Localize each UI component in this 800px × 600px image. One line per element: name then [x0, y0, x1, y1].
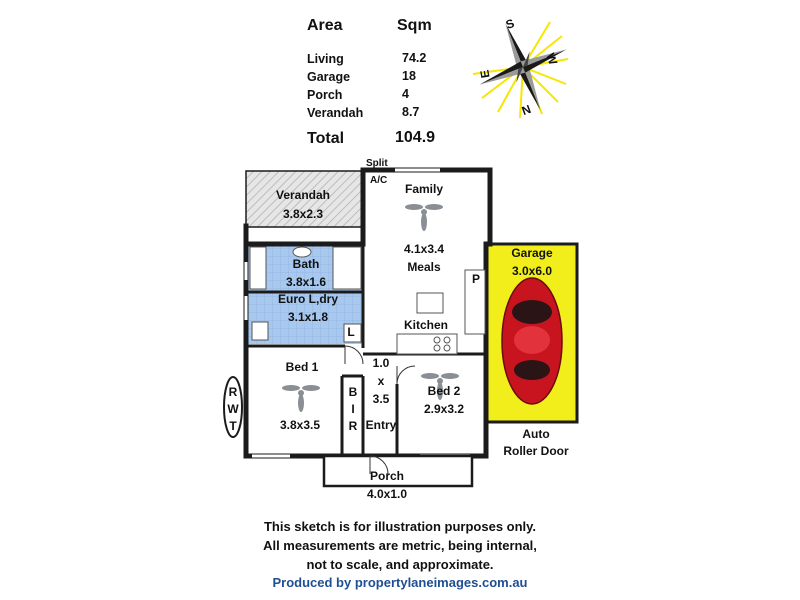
bed2-label: Bed 2	[427, 384, 461, 398]
bath-label: Bath	[292, 257, 320, 271]
pantry-mark: P	[471, 272, 480, 286]
garage-label: Garage	[511, 246, 553, 260]
bir-letter: R	[348, 419, 358, 433]
fan-icon	[282, 385, 320, 412]
bed2-size: 2.9x3.2	[423, 402, 465, 416]
rwt-letter: R	[228, 385, 238, 399]
split-ac-label-2: A/C	[370, 175, 388, 186]
area-row-value: 74.2	[402, 51, 427, 65]
kitchen-fixtures	[396, 269, 486, 355]
area-row-value: 8.7	[402, 105, 420, 119]
garage-size: 3.0x6.0	[511, 264, 553, 278]
sqm-header: Sqm	[397, 17, 432, 34]
rainwater-tank	[223, 376, 243, 438]
euro-laundry-label: Euro L,dry	[277, 292, 338, 306]
area-row-value: 18	[402, 69, 416, 83]
door-swings	[344, 345, 416, 475]
total-label: Total	[307, 130, 345, 147]
linen-mark: L	[347, 325, 355, 339]
verandah-area	[245, 170, 364, 228]
disclaimer-line: This sketch is for illustration purposes…	[263, 519, 537, 534]
meals-size: 4.1x3.4	[403, 242, 445, 256]
porch-area	[322, 454, 474, 488]
entry-x: x	[377, 374, 385, 388]
entry-width: 1.0	[372, 356, 390, 370]
fan-icon	[405, 204, 443, 231]
area-row-label: Living	[307, 52, 344, 66]
entry-length: 3.5	[372, 392, 390, 406]
split-ac-label: Split	[366, 158, 388, 169]
bir-letter: B	[348, 385, 358, 399]
fan-icon	[421, 373, 459, 400]
bed1-label: Bed 1	[285, 360, 319, 374]
producer-credit: Produced by propertylaneimages.com.au	[272, 575, 528, 590]
auto-door-label: Auto	[522, 427, 550, 441]
area-header: Area	[307, 17, 343, 34]
entry-label: Entry	[365, 418, 397, 432]
bed1-size: 3.8x3.5	[279, 418, 321, 432]
rwt-letter: T	[229, 419, 237, 433]
family-label: Family	[404, 182, 443, 196]
porch-size: 4.0x1.0	[366, 487, 408, 501]
kitchen-label: Kitchen	[403, 318, 448, 332]
euro-laundry-size: 3.1x1.8	[287, 310, 329, 324]
rwt-letter: W	[227, 402, 239, 416]
verandah-label: Verandah	[275, 188, 331, 202]
bath-size: 3.8x1.6	[285, 275, 327, 289]
bir-letter: I	[351, 402, 355, 416]
car-icon	[501, 277, 563, 405]
disclaimer-line: All measurements are metric, being inter…	[263, 538, 537, 553]
verandah-size: 3.8x2.3	[282, 207, 324, 221]
compass-rose-icon	[472, 21, 569, 119]
porch-label: Porch	[369, 469, 404, 483]
area-row-value: 4	[402, 87, 409, 101]
disclaimer-line: not to scale, and approximate.	[306, 557, 494, 572]
meals-label: Meals	[407, 260, 441, 274]
roller-door-label: Roller Door	[503, 444, 569, 458]
total-value: 104.9	[395, 129, 436, 146]
bath-fixtures	[249, 246, 362, 343]
area-row-label: Porch	[307, 88, 343, 102]
area-row-label: Verandah	[307, 106, 364, 120]
area-row-label: Garage	[307, 70, 351, 84]
